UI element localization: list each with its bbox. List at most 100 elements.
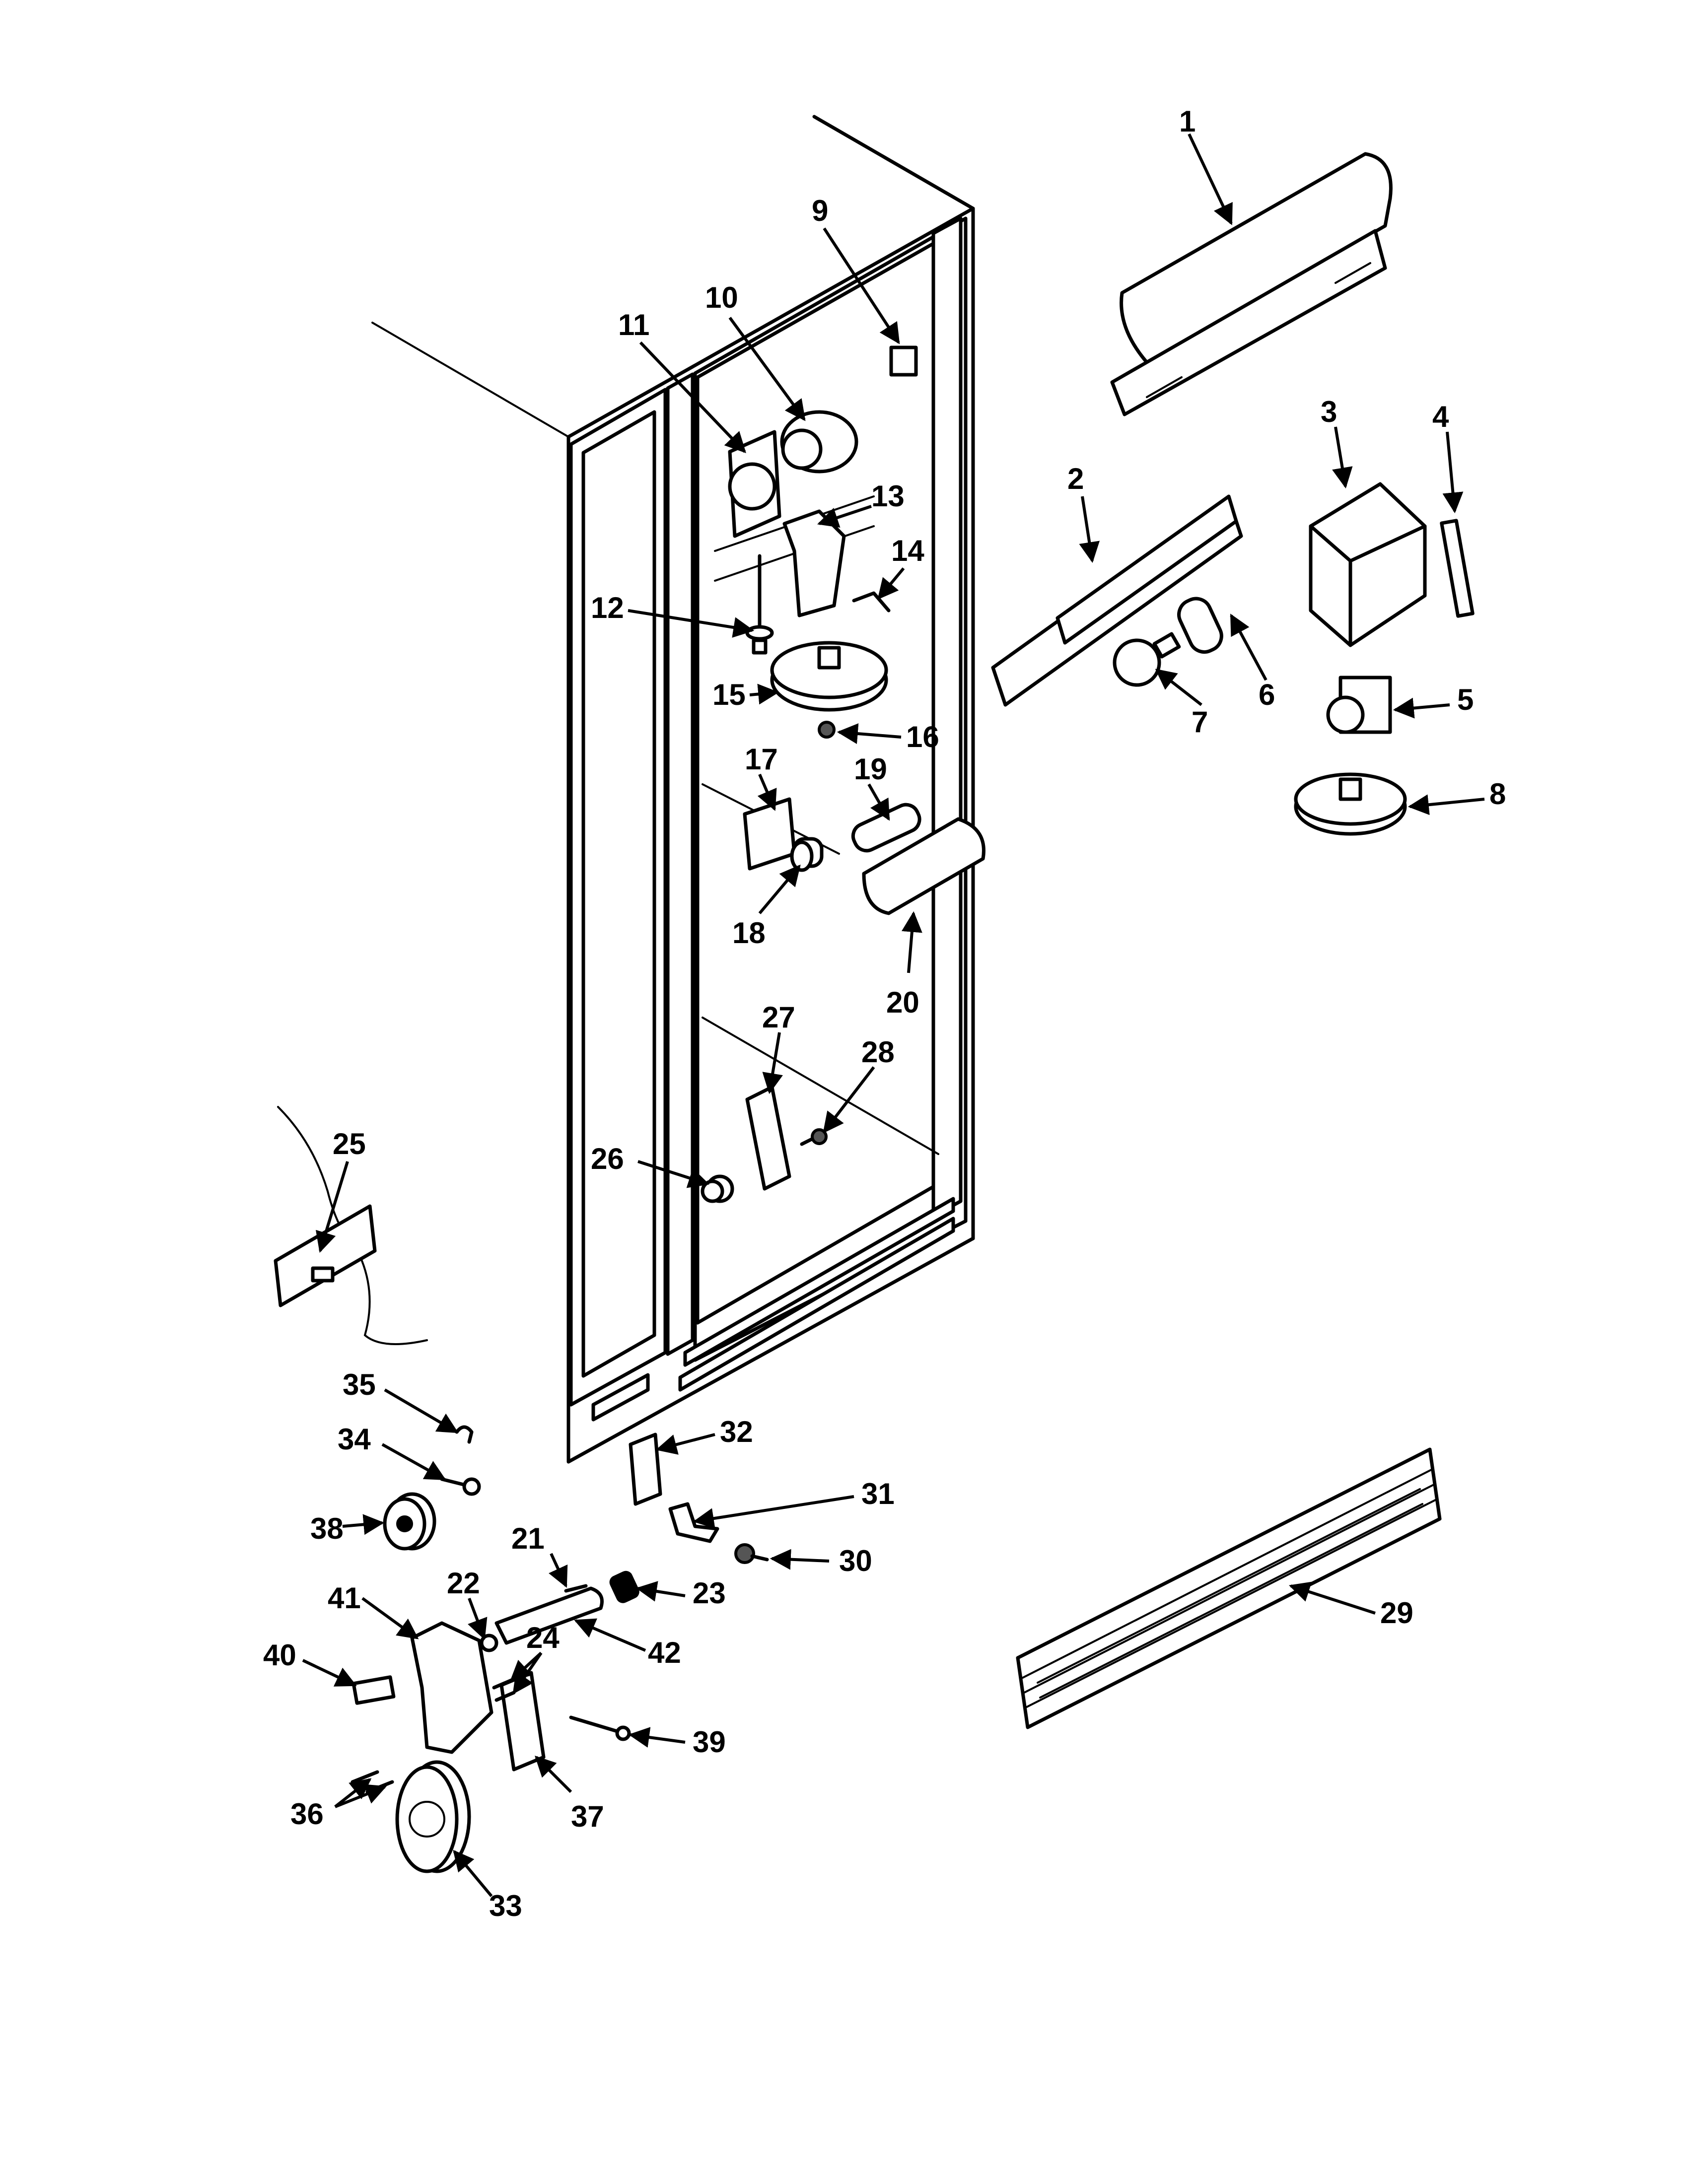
callout-1: 1: [1179, 105, 1196, 138]
callout-33: 33: [489, 1889, 522, 1922]
leader-29: [1289, 1581, 1376, 1615]
leader-11: [639, 341, 746, 454]
leader-7: [1155, 669, 1202, 706]
callout-11: 11: [618, 308, 649, 341]
leader-3: [1332, 426, 1353, 489]
part-34-bolt: [440, 1477, 481, 1496]
callout-15: 15: [712, 678, 746, 711]
part-25-bracket: [274, 1106, 428, 1345]
callout-38: 38: [310, 1512, 344, 1545]
callout-6: 6: [1259, 678, 1275, 711]
part-37-bracket: [499, 1671, 546, 1772]
part-33-wheel: [395, 1760, 471, 1873]
callout-40: 40: [263, 1638, 296, 1672]
part-32-bracket: [629, 1433, 662, 1506]
callout-34: 34: [338, 1423, 371, 1456]
part-35-clip: [455, 1425, 474, 1444]
callout-12: 12: [591, 591, 624, 624]
part-21-pin: [564, 1584, 588, 1593]
callout-27: 27: [762, 1001, 795, 1034]
leader-34: [381, 1443, 446, 1481]
part-24-pins: [492, 1678, 516, 1702]
part-30-screw: [734, 1543, 769, 1564]
callout-19: 19: [854, 752, 887, 786]
part-39-rod: [569, 1715, 631, 1741]
part-23-spring: [609, 1570, 639, 1603]
leader-12: [628, 609, 755, 638]
leader-19: [867, 783, 890, 821]
leader-25: [315, 1161, 349, 1253]
leader-40: [302, 1659, 357, 1687]
part-10-housing: [780, 410, 858, 474]
callout-30: 30: [839, 1544, 872, 1577]
callout-8: 8: [1489, 777, 1506, 811]
leader-13: [817, 505, 872, 528]
callout-18: 18: [732, 916, 766, 950]
leader-9: [823, 227, 900, 344]
leader-38: [342, 1514, 385, 1535]
leader-32: [655, 1433, 715, 1455]
part-14-clip: [852, 591, 891, 613]
callout-26: 26: [591, 1142, 624, 1175]
callout-31: 31: [861, 1477, 895, 1510]
leader-36a: [334, 1778, 372, 1808]
leader-35: [384, 1388, 459, 1433]
leader-10: [728, 317, 806, 421]
callout-2: 2: [1067, 462, 1084, 495]
callout-4: 4: [1432, 400, 1449, 433]
leader-39: [628, 1727, 686, 1748]
part-6-socket: [1177, 597, 1223, 654]
leader-42: [574, 1618, 646, 1652]
callout-17: 17: [745, 743, 778, 776]
leader-22: [468, 1597, 488, 1640]
callout-9: 9: [812, 194, 828, 227]
part-11-housing-bracket: [728, 430, 781, 538]
callout-39: 39: [693, 1725, 726, 1759]
part-18-socket: [790, 837, 824, 872]
callout-23: 23: [693, 1576, 726, 1610]
leader-21: [549, 1553, 568, 1588]
callout-21: 21: [511, 1522, 545, 1555]
part-16-screw: [818, 721, 836, 739]
callout-3: 3: [1321, 395, 1337, 428]
part-29-grille: [1016, 1447, 1442, 1729]
leader-36b: [334, 1784, 387, 1808]
part-8-knob: [1294, 772, 1407, 836]
callout-labels: 1 2 3 4 5 6 7 8 9 10 11 12 13 14 15 16 1…: [263, 105, 1506, 1922]
part-28-screw: [800, 1128, 828, 1146]
callout-14: 14: [891, 534, 924, 567]
callout-25: 25: [333, 1127, 366, 1160]
leader-27: [762, 1032, 783, 1094]
leader-18: [758, 864, 801, 914]
leader-1: [1188, 133, 1233, 225]
callout-5: 5: [1457, 683, 1474, 716]
part-3-control-box: [1309, 482, 1427, 647]
leader-2: [1079, 496, 1100, 563]
callout-16: 16: [906, 720, 939, 753]
leader-17: [757, 773, 777, 811]
callout-22: 22: [447, 1567, 480, 1600]
part-15-dial: [770, 641, 888, 712]
callout-36: 36: [290, 1797, 324, 1831]
part-42-arm: [494, 1586, 604, 1645]
part-5-thermostat: [1326, 676, 1392, 734]
callout-29: 29: [1380, 1596, 1413, 1630]
callout-13: 13: [871, 479, 905, 513]
part-2-channel: [991, 494, 1243, 707]
part-41-bracket: [410, 1621, 493, 1754]
part-1-trim-cap: [1110, 152, 1393, 416]
callout-41: 41: [328, 1581, 361, 1615]
leader-33: [453, 1849, 493, 1897]
callout-20: 20: [886, 986, 919, 1019]
leader-26: [637, 1160, 709, 1188]
part-31-clip: [668, 1502, 719, 1543]
leader-5: [1393, 697, 1450, 719]
callout-10: 10: [705, 281, 738, 314]
leader-14: [877, 567, 905, 600]
callout-24: 24: [526, 1621, 560, 1654]
leader-8: [1407, 794, 1485, 816]
leader-6: [1230, 614, 1267, 681]
leader-16: [837, 723, 902, 744]
callout-35: 35: [343, 1368, 376, 1401]
